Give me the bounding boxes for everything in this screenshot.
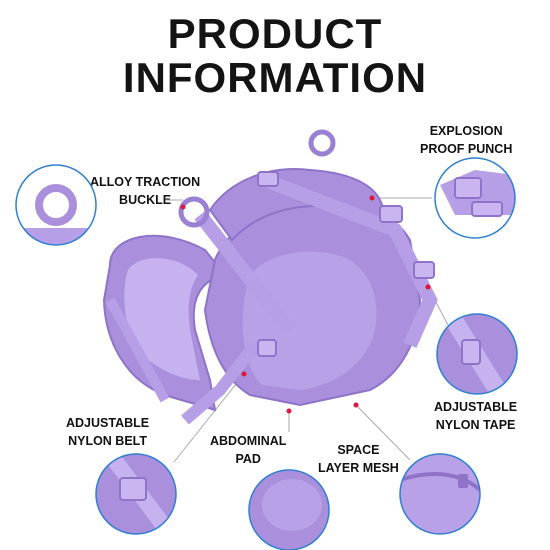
label-space-layer-mesh: SPACE LAYER MESH xyxy=(318,441,399,477)
zoom-nylon-belt xyxy=(95,453,177,535)
label-line: ABDOMINAL xyxy=(210,434,287,448)
label-line: PAD xyxy=(235,452,261,466)
label-line: ALLOY TRACTION xyxy=(90,175,201,189)
label-line: SPACE xyxy=(337,443,380,457)
zoom-explosion-proof-punch xyxy=(434,157,516,239)
page-title-line-1: PRODUCT xyxy=(167,10,383,57)
label-abdominal-pad: ABDOMINAL PAD xyxy=(210,432,286,468)
label-line: LAYER MESH xyxy=(318,461,399,475)
label-line: PROOF PUNCH xyxy=(420,142,513,156)
label-line: BUCKLE xyxy=(119,193,172,207)
leader-lines xyxy=(165,197,449,463)
label-explosion-proof-punch: EXPLOSION PROOF PUNCH xyxy=(420,122,512,158)
label-alloy-traction-buckle: ALLOY TRACTION BUCKLE xyxy=(90,173,200,209)
label-line: NYLON BELT xyxy=(68,434,148,448)
label-line: ADJUSTABLE xyxy=(66,416,150,430)
label-adjustable-nylon-tape: ADJUSTABLE NYLON TAPE xyxy=(434,398,517,434)
zoom-alloy-buckle xyxy=(15,164,97,246)
zoom-abdominal-pad xyxy=(248,469,330,550)
page-title-line-2: INFORMATION xyxy=(122,54,428,101)
zoom-space-layer-mesh xyxy=(399,453,481,535)
label-line: ADJUSTABLE xyxy=(434,400,518,414)
label-line: EXPLOSION xyxy=(429,124,503,138)
harness-image xyxy=(102,129,438,425)
label-line: NYLON TAPE xyxy=(435,418,516,432)
label-adjustable-nylon-belt: ADJUSTABLE NYLON BELT xyxy=(66,414,149,450)
zoom-nylon-tape xyxy=(436,313,518,395)
callout-markers xyxy=(180,195,431,414)
